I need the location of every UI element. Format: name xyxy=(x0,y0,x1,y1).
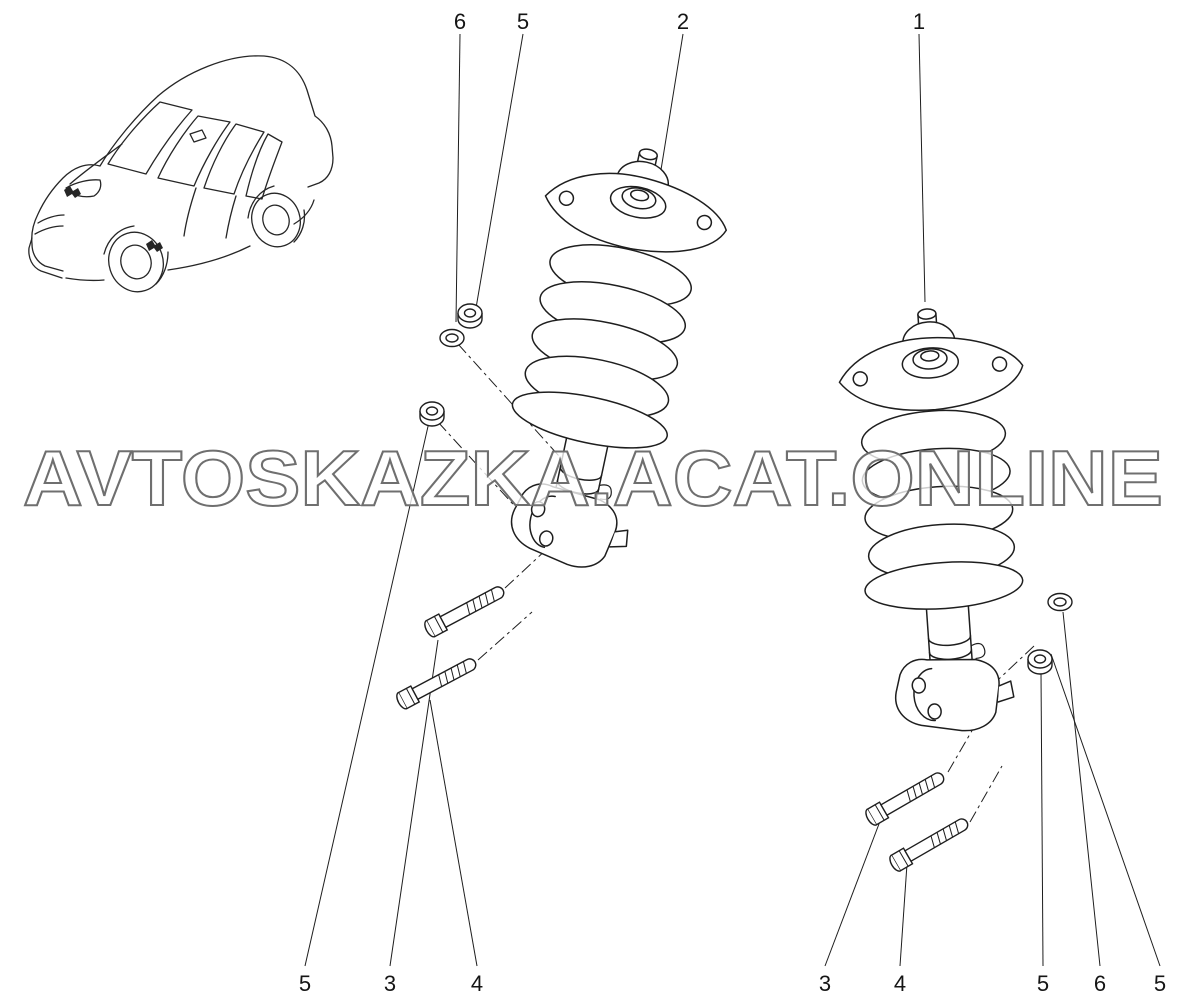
callout-bottom-3-right: 3 xyxy=(818,971,832,996)
leader-top-5 xyxy=(475,33,524,309)
callout-top-5: 5 xyxy=(516,9,530,34)
part-location-marks xyxy=(64,186,163,252)
leader-bottom-4-right xyxy=(899,863,908,967)
nut-top-left xyxy=(457,303,483,329)
watermark-text: AVTOSKAZKA.ACAT.ONLINE xyxy=(23,434,1163,522)
leader-top-2 xyxy=(659,33,684,177)
callout-bottom-4-left: 4 xyxy=(470,971,484,996)
nut-mid-left xyxy=(419,401,445,427)
bolt-right-upper xyxy=(862,767,949,828)
callout-top-1: 1 xyxy=(912,9,926,34)
leader-bottom-6-right xyxy=(1062,611,1101,967)
callout-bottom-6-right: 6 xyxy=(1093,971,1107,996)
leader-bottom-4-left xyxy=(429,699,478,967)
leader-lines xyxy=(304,33,1161,967)
callout-bottom-3-left: 3 xyxy=(383,971,397,996)
leader-bottom-5-left xyxy=(304,421,430,967)
leader-bottom-5-right xyxy=(1040,671,1044,967)
bolt-right-lower xyxy=(886,813,973,874)
bolt-left-lower xyxy=(393,653,480,712)
nut-right xyxy=(1027,649,1053,675)
callout-top-2: 2 xyxy=(676,9,690,34)
callout-bottom-5-left: 5 xyxy=(298,971,312,996)
callout-bottom-5-right: 5 xyxy=(1036,971,1050,996)
leader-bottom-3-left xyxy=(389,639,439,967)
bolt-left-upper xyxy=(421,581,508,640)
washer-right xyxy=(1047,592,1073,612)
callout-bottom-5-far-right: 5 xyxy=(1153,971,1167,996)
leader-bottom-5-far-right xyxy=(1050,653,1161,967)
callout-top-6: 6 xyxy=(453,9,467,34)
car-location-thumbnail xyxy=(28,55,334,293)
leader-top-6 xyxy=(455,33,461,323)
leader-top-1 xyxy=(918,33,926,303)
washer-top-left xyxy=(439,328,465,348)
leader-bottom-3-right xyxy=(824,815,883,967)
callout-bottom-4-right: 4 xyxy=(893,971,907,996)
